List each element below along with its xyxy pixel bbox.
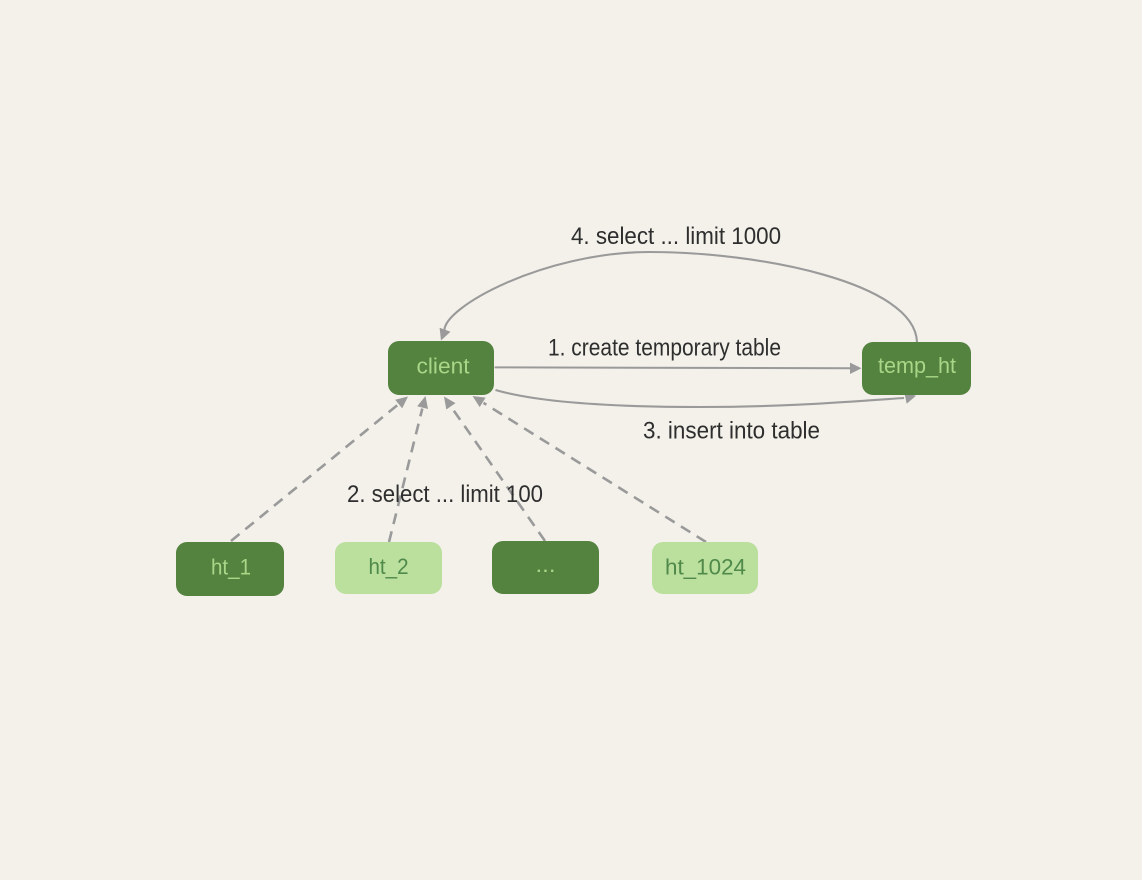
svg-text:ht_1024: ht_1024 bbox=[665, 555, 746, 580]
svg-text:client: client bbox=[417, 354, 470, 379]
svg-text:ht_2: ht_2 bbox=[369, 554, 409, 579]
svg-text:ht_1: ht_1 bbox=[211, 555, 251, 580]
svg-text:...: ... bbox=[536, 552, 556, 577]
svg-text:2. select ... limit 100: 2. select ... limit 100 bbox=[347, 481, 543, 508]
svg-text:temp_ht: temp_ht bbox=[878, 353, 956, 378]
svg-text:3. insert into table: 3. insert into table bbox=[643, 418, 820, 445]
svg-text:4. select ... limit 1000: 4. select ... limit 1000 bbox=[571, 223, 781, 250]
svg-text:1. create temporary table: 1. create temporary table bbox=[548, 335, 781, 362]
